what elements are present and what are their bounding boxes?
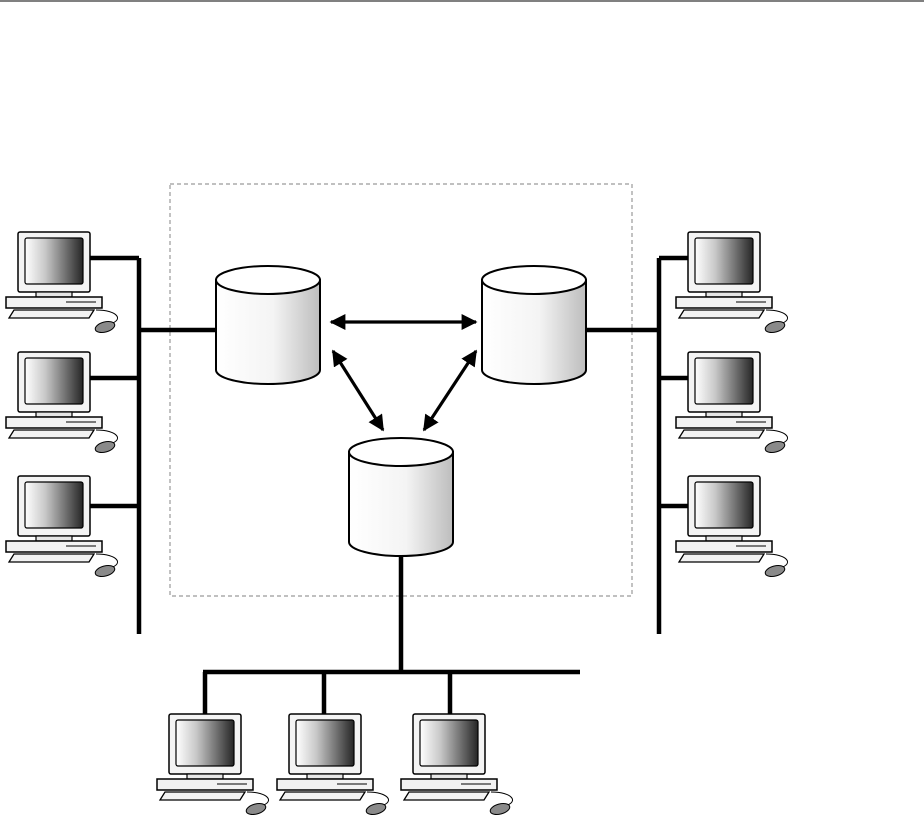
mouse-icon	[764, 310, 787, 334]
database-cylinder-icon	[349, 438, 453, 556]
workstation-icon	[676, 476, 788, 578]
double-arrow-icon	[424, 351, 476, 430]
mouse-icon	[245, 792, 268, 816]
workstation-icon	[676, 232, 788, 334]
workstation-icon	[277, 714, 389, 816]
mouse-icon	[94, 430, 117, 454]
workstation-icon	[6, 232, 118, 334]
workstation-icon	[676, 352, 788, 454]
mouse-icon	[489, 792, 512, 816]
database-cylinder-icon	[482, 266, 586, 384]
mouse-icon	[764, 430, 787, 454]
workstation-icon	[6, 352, 118, 454]
mouse-icon	[764, 554, 787, 578]
mouse-icon	[365, 792, 388, 816]
mouse-icon	[94, 554, 117, 578]
workstation-icon	[6, 476, 118, 578]
mouse-icon	[94, 310, 117, 334]
database-cylinder-icon	[216, 266, 320, 384]
replication-arrows	[331, 322, 476, 430]
workstation-icon	[157, 714, 269, 816]
double-arrow-icon	[333, 351, 383, 430]
workstation-icon	[401, 714, 513, 816]
